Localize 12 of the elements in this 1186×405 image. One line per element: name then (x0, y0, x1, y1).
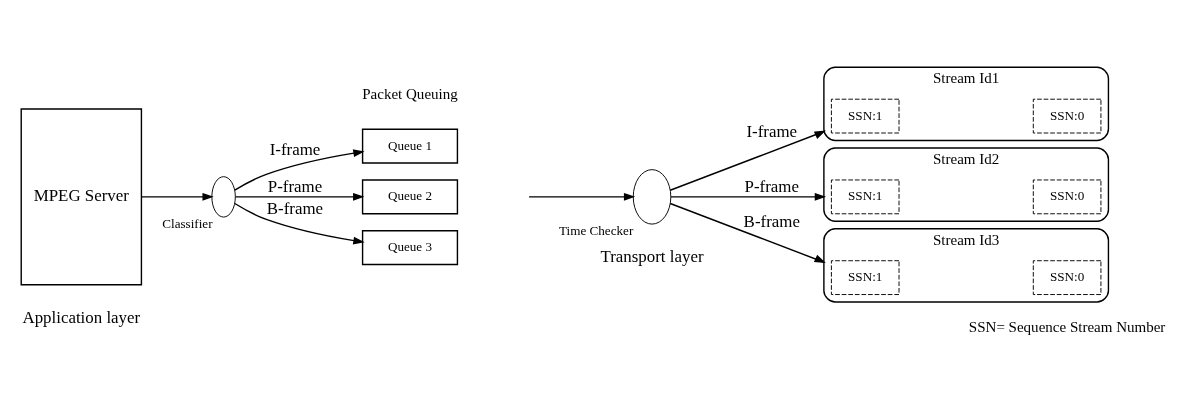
edge-label: I-frame (746, 122, 798, 142)
node-label: Classifier (162, 215, 213, 231)
edge-label: P-frame (744, 176, 799, 196)
label: Transport layer (600, 247, 704, 267)
edge-label: I-frame (269, 139, 321, 159)
label: SSN= Sequence Stream Number (968, 318, 1166, 335)
label: Application layer (22, 308, 141, 328)
label: Packet Queuing (362, 86, 458, 103)
node-label: Time Checker (559, 222, 634, 238)
edge-label: P-frame (267, 176, 323, 196)
edge-label: B-frame (266, 199, 324, 219)
edge-label: B-frame (743, 212, 800, 232)
